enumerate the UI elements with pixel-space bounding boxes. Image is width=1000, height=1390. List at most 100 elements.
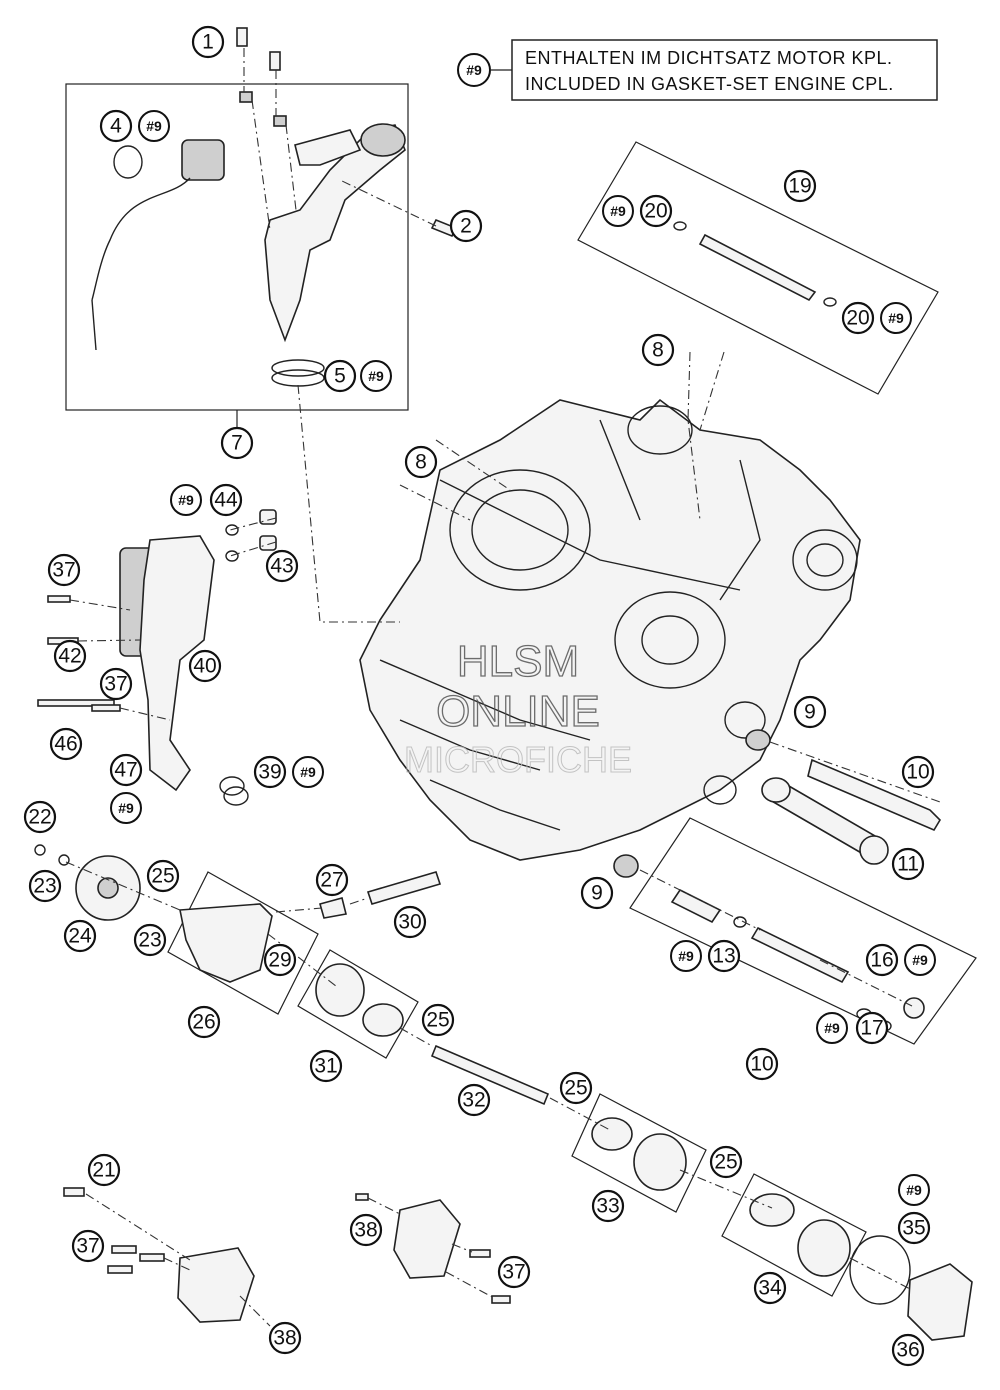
gasket-ref-4: #9 xyxy=(138,110,170,142)
svg-text:#9: #9 xyxy=(368,368,384,384)
group-box-shaft xyxy=(577,141,939,395)
svg-text:25: 25 xyxy=(714,1151,737,1174)
legend-line-2: INCLUDED IN GASKET-SET ENGINE CPL. xyxy=(525,74,894,94)
svg-text:#9: #9 xyxy=(912,952,928,968)
callout-26: 26 xyxy=(187,1005,221,1039)
svg-text:30: 30 xyxy=(398,911,421,934)
svg-text:37: 37 xyxy=(104,673,127,696)
watermark-line-1: HLSM xyxy=(457,637,579,686)
callout-25-d: 25 xyxy=(709,1145,743,1179)
callout-20-left: 20 xyxy=(639,194,673,228)
svg-text:25: 25 xyxy=(151,865,174,888)
svg-text:39: 39 xyxy=(258,761,281,784)
callout-47: 47 xyxy=(109,753,143,787)
svg-text:46: 46 xyxy=(54,733,77,756)
svg-text:#9: #9 xyxy=(678,948,694,964)
engine-crankcase xyxy=(359,398,861,861)
callout-37-d: 37 xyxy=(497,1255,531,1289)
gasket-ref-20-right: #9 xyxy=(880,302,912,334)
callout-10-lower: 10 xyxy=(745,1047,779,1081)
callout-35: 35 xyxy=(897,1211,931,1245)
callout-38-b: 38 xyxy=(268,1321,302,1355)
svg-text:9: 9 xyxy=(804,701,816,724)
gasket-ref-17: #9 xyxy=(816,1012,848,1044)
svg-text:23: 23 xyxy=(33,875,56,898)
oil-filler-assembly xyxy=(91,27,458,387)
callout-25-a: 25 xyxy=(146,859,180,893)
svg-text:34: 34 xyxy=(758,1277,782,1300)
gasket-ref-13: #9 xyxy=(670,940,702,972)
callouts: 1 2 4 5 7 8 8 9 9 10 10 11 13 16 17 19 2… xyxy=(23,25,935,1367)
svg-text:38: 38 xyxy=(354,1219,377,1242)
callout-40: 40 xyxy=(188,649,222,683)
callout-31: 31 xyxy=(309,1049,343,1083)
svg-text:11: 11 xyxy=(897,853,919,876)
group-box-rotor-3 xyxy=(721,1173,867,1297)
svg-text:24: 24 xyxy=(68,925,92,948)
gasket-ref-35: #9 xyxy=(898,1174,930,1206)
callout-29: 29 xyxy=(263,943,297,977)
svg-text:26: 26 xyxy=(192,1011,215,1034)
svg-text:37: 37 xyxy=(52,559,75,582)
svg-text:17: 17 xyxy=(860,1017,883,1040)
svg-text:20: 20 xyxy=(644,200,667,223)
svg-text:#9: #9 xyxy=(610,203,626,219)
svg-text:9: 9 xyxy=(591,882,603,905)
group-box-rotor-1 xyxy=(297,949,419,1059)
legend: #9 ENTHALTEN IM DICHTSATZ MOTOR KPL. INC… xyxy=(457,39,938,101)
svg-text:13: 13 xyxy=(712,945,735,968)
svg-text:10: 10 xyxy=(750,1053,773,1076)
callout-25-b: 25 xyxy=(421,1003,455,1037)
legend-ref-badge: #9 xyxy=(457,53,491,87)
svg-text:8: 8 xyxy=(652,339,664,362)
gasket-ref-47: #9 xyxy=(110,792,142,824)
svg-text:27: 27 xyxy=(320,869,343,892)
callout-10-upper: 10 xyxy=(901,755,935,789)
callout-11: 11 xyxy=(891,847,925,881)
svg-text:38: 38 xyxy=(273,1327,296,1350)
svg-text:1: 1 xyxy=(202,31,214,54)
callout-8-case: 8 xyxy=(404,445,438,479)
callout-1: 1 xyxy=(191,25,225,59)
svg-text:33: 33 xyxy=(596,1195,619,1218)
svg-text:#9: #9 xyxy=(118,800,134,816)
svg-text:4: 4 xyxy=(110,115,122,138)
gasket-ref-39: #9 xyxy=(292,756,324,788)
svg-text:22: 22 xyxy=(28,806,51,829)
svg-text:47: 47 xyxy=(114,759,137,782)
svg-text:25: 25 xyxy=(564,1077,587,1100)
oil-filter-group xyxy=(613,729,942,1032)
oil-pump-group xyxy=(34,844,973,1341)
svg-text:23: 23 xyxy=(138,929,161,952)
svg-text:#9: #9 xyxy=(300,764,316,780)
group-box-filter xyxy=(629,817,977,1045)
callout-43: 43 xyxy=(265,549,299,583)
callout-20-right: 20 xyxy=(841,301,875,335)
callout-17: 17 xyxy=(855,1011,889,1045)
callout-42: 42 xyxy=(53,639,87,673)
callout-21: 21 xyxy=(87,1153,121,1187)
svg-text:16: 16 xyxy=(870,949,893,972)
watermark-line-3: MICROFICHE xyxy=(404,739,632,780)
legend-line-1: ENTHALTEN IM DICHTSATZ MOTOR KPL. xyxy=(525,48,893,68)
svg-text:42: 42 xyxy=(58,645,81,668)
oil-cooler-assembly xyxy=(37,509,277,806)
gasket-refs: #9 #9 #9 #9 #9 #9 #9 #9 #9 #9 #9 xyxy=(110,110,936,1206)
callout-8-top: 8 xyxy=(641,333,675,367)
gasket-ref-20-left: #9 xyxy=(602,195,634,227)
svg-text:#9: #9 xyxy=(906,1182,922,1198)
callout-4: 4 xyxy=(99,109,133,143)
callout-19: 19 xyxy=(783,169,817,203)
callout-37-b: 37 xyxy=(99,667,133,701)
svg-text:8: 8 xyxy=(415,451,427,474)
callout-9-lower: 9 xyxy=(580,876,614,910)
callout-46: 46 xyxy=(49,727,83,761)
gasket-ref-16: #9 xyxy=(904,944,936,976)
svg-text:43: 43 xyxy=(270,555,293,578)
svg-text:#9: #9 xyxy=(178,492,194,508)
callout-36: 36 xyxy=(891,1333,925,1367)
callout-7: 7 xyxy=(220,426,254,460)
callout-39: 39 xyxy=(253,755,287,789)
svg-text:40: 40 xyxy=(193,655,216,678)
svg-text:36: 36 xyxy=(896,1339,919,1362)
